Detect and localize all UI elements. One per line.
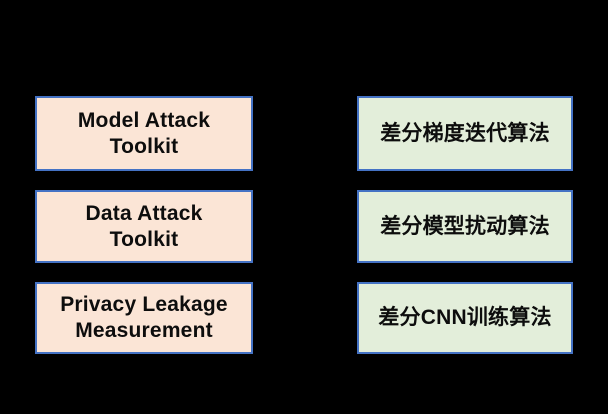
box-differential-cnn-training-algorithm: 差分CNN训练算法 xyxy=(357,282,573,354)
box-label: 差分梯度迭代算法 xyxy=(380,121,550,145)
box-privacy-leakage-measurement: Privacy Leakage Measurement xyxy=(35,282,253,354)
box-differential-gradient-iteration-algorithm: 差分梯度迭代算法 xyxy=(357,96,573,171)
box-model-attack-toolkit: Model Attack Toolkit xyxy=(35,96,253,171)
box-label: Privacy Leakage Measurement xyxy=(60,293,228,342)
box-data-attack-toolkit: Data Attack Toolkit xyxy=(35,190,253,263)
box-label: 差分模型扰动算法 xyxy=(380,214,550,238)
box-differential-model-perturbation-algorithm: 差分模型扰动算法 xyxy=(357,190,573,263)
box-label: Data Attack Toolkit xyxy=(85,201,203,251)
box-label: 差分CNN训练算法 xyxy=(378,306,552,329)
box-label: Model Attack Toolkit xyxy=(77,108,211,158)
